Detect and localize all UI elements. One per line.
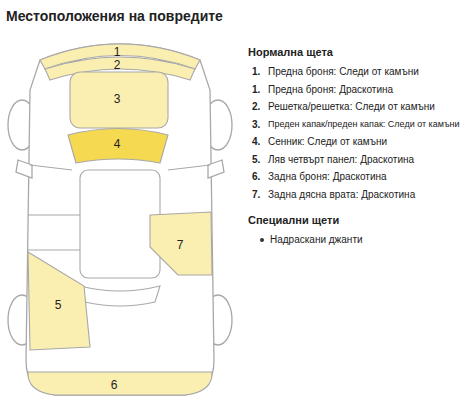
list-item: 1.Предна броня: Драскотина	[248, 81, 472, 99]
bullet-dot	[260, 238, 264, 242]
list-item: 4.Сенник: Следи от камъни	[248, 133, 472, 151]
callout-number: 7	[177, 239, 184, 251]
item-text: Задна броня: Драскотина	[268, 168, 387, 186]
item-text: Надраскани джанти	[270, 231, 363, 249]
list-item: 5.Ляв четвърт панел: Драскотина	[248, 151, 472, 169]
roof	[80, 170, 160, 278]
item-number: 3.	[248, 116, 268, 134]
item-number: 1.	[248, 63, 268, 81]
section-heading: Нормална щета	[248, 44, 472, 60]
item-text: Предна броня: Следи от камъни	[268, 63, 419, 81]
callout-number: 3	[114, 93, 121, 105]
callout-number: 2	[114, 59, 121, 71]
section-heading: Специални щети	[248, 212, 472, 228]
list-item: 1.Предна броня: Следи от камъни	[248, 63, 472, 81]
item-number: 5.	[248, 151, 268, 169]
list-item: 2.Решетка/решетка: Следи от камъни	[248, 98, 472, 116]
item-text: Преден капак/преден капак: Следи от камъ…	[268, 116, 460, 134]
item-number: 2.	[248, 98, 268, 116]
rear-window	[80, 286, 160, 306]
item-number: 1.	[248, 81, 268, 99]
item-text: Сенник: Следи от камъни	[268, 133, 387, 151]
callout-number: 4	[114, 138, 121, 150]
mirror	[208, 160, 224, 178]
page-title: Местоположения на повредите	[6, 8, 223, 24]
car-body	[26, 44, 214, 395]
hood-region	[70, 72, 168, 128]
item-text: Ляв четвърт панел: Драскотина	[268, 151, 414, 169]
callout-number: 1	[114, 46, 121, 58]
callout-number: 6	[111, 379, 118, 391]
item-number: 6.	[248, 168, 268, 186]
rear-bumper-region	[28, 372, 212, 395]
rear-right-door-region	[150, 212, 212, 275]
damage-list: Нормална щета 1.Предна броня: Следи от ка…	[248, 44, 472, 249]
item-number: 4.	[248, 133, 268, 151]
windshield-region	[68, 129, 168, 164]
left-quarter-panel-region	[28, 252, 90, 350]
item-number: 7.	[248, 186, 268, 204]
list-item: 7.Задна дясна врата: Драскотина	[248, 186, 472, 204]
list-item: Надраскани джанти	[248, 231, 472, 249]
item-text: Задна дясна врата: Драскотина	[268, 186, 415, 204]
mirror	[16, 160, 32, 178]
item-text: Решетка/решетка: Следи от камъни	[268, 98, 435, 116]
list-item: 3.Преден капак/преден капак: Следи от ка…	[248, 116, 472, 134]
list-item: 6.Задна броня: Драскотина	[248, 168, 472, 186]
callout-number: 5	[55, 299, 62, 311]
item-text: Предна броня: Драскотина	[268, 81, 393, 99]
